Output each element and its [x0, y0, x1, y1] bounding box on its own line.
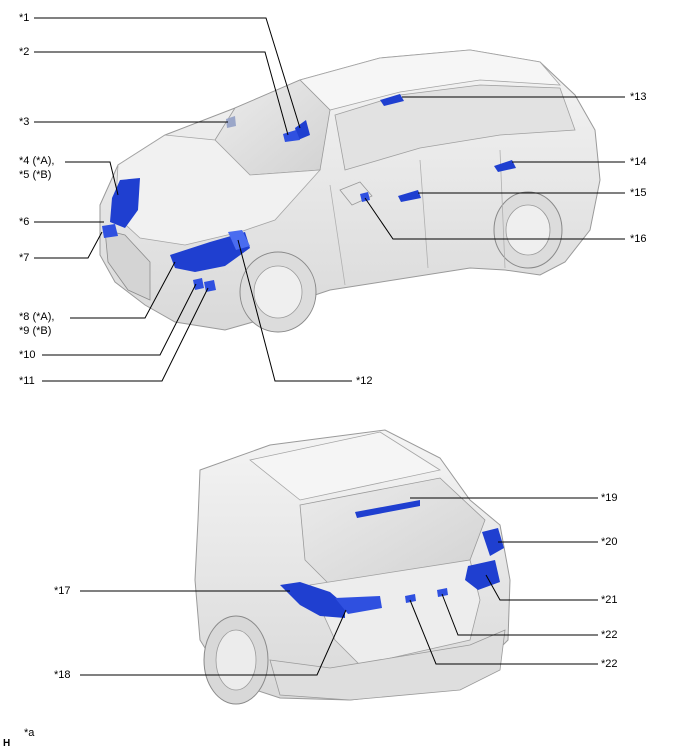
leader-lines: [34, 17, 625, 676]
rear-vehicle-roof: [249, 431, 442, 501]
leader-line-7: [34, 231, 103, 259]
front-vehicle-grille: [104, 229, 151, 301]
leader-line-22a: [441, 593, 598, 636]
highlight-part-6: [102, 224, 118, 238]
callout-14: *14: [630, 156, 647, 168]
leader-line-21: [485, 574, 598, 601]
leader-line-4: [65, 161, 119, 196]
highlight-part-20: [482, 528, 504, 556]
callout-11: *11: [19, 375, 35, 387]
rear-vehicle-tailgate: [309, 559, 481, 666]
callout-7: *7: [19, 252, 30, 264]
callout-15: *15: [630, 187, 647, 199]
front-vehicle-illustration: [99, 49, 601, 333]
front-vehicle-hood: [114, 134, 321, 246]
leader-line-1: [34, 17, 301, 129]
leader-line-2: [34, 51, 289, 136]
highlight-part-16: [360, 192, 370, 202]
leader-line-18: [80, 609, 347, 676]
callout-3: *3: [19, 116, 30, 128]
callout-13: *13: [630, 91, 647, 103]
callout-22a: *22: [601, 629, 618, 641]
leader-line-11: [42, 287, 209, 382]
front-vehicle-side-windows: [334, 84, 576, 171]
callout-20: *20: [601, 536, 618, 548]
callout-16: *16: [630, 233, 647, 245]
highlight-part-10: [193, 278, 204, 290]
highlight-part-19: [355, 500, 420, 518]
highlight-part-14: [494, 160, 516, 172]
leader-line-8: [70, 261, 176, 319]
highlight-part-8-9: [170, 232, 250, 272]
highlight-part-3: [226, 116, 236, 128]
callout-9: *9 (*B): [19, 325, 52, 337]
callout-18: *18: [54, 669, 71, 681]
callout-12: *12: [356, 375, 373, 387]
rear-vehicle-illustration: [194, 429, 511, 705]
callout-2: *2: [19, 46, 30, 58]
highlight-part-15: [398, 190, 421, 202]
leader-line-10: [42, 283, 197, 356]
callout-10: *10: [19, 349, 36, 361]
highlight-part-1: [295, 120, 310, 140]
callout-17: *17: [54, 585, 71, 597]
callout-4: *4 (*A),: [19, 155, 55, 167]
footnote-label: *a: [24, 727, 35, 739]
leader-line-12: [237, 239, 352, 382]
highlight-part-4-5: [110, 178, 140, 228]
leader-line-22b: [409, 599, 598, 665]
highlight-part-12: [228, 230, 250, 250]
highlight-part-21: [465, 560, 500, 590]
callout-6: *6: [19, 216, 30, 228]
highlight-part-22-right: [437, 588, 448, 597]
callout-8: *8 (*A),: [19, 311, 55, 323]
callout-1: *1: [19, 12, 30, 24]
front-vehicle-roof: [299, 49, 561, 111]
highlight-part-18: [335, 596, 382, 614]
callout-5: *5 (*B): [19, 169, 52, 181]
leader-line-16: [364, 197, 625, 240]
highlight-part-22-left: [405, 594, 416, 603]
highlight-part-13: [380, 94, 404, 106]
callout-22b: *22: [601, 658, 618, 670]
rear-vehicle-bumper: [269, 629, 506, 701]
highlight-part-11: [204, 280, 216, 292]
callout-21: *21: [601, 594, 618, 606]
highlight-part-17: [280, 582, 345, 618]
callout-19: *19: [601, 492, 618, 504]
figure-code: H: [3, 738, 11, 749]
